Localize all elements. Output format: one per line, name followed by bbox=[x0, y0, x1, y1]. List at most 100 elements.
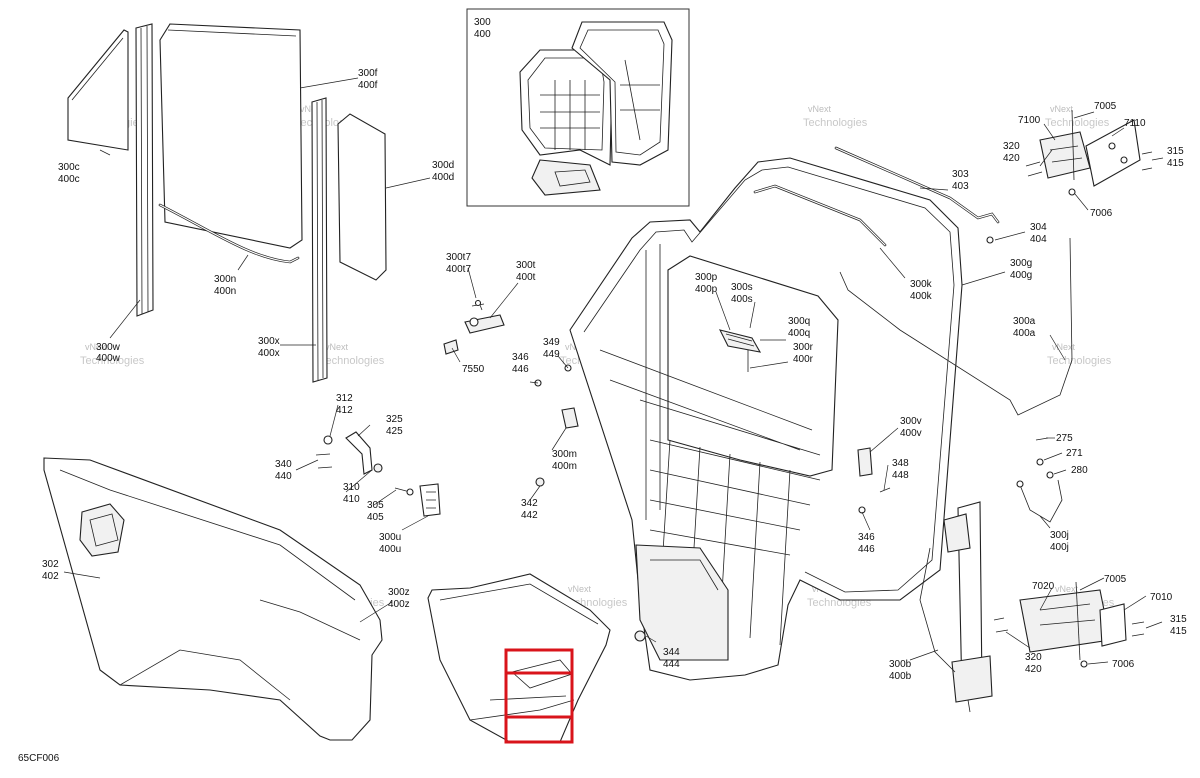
svg-text:349: 349 bbox=[543, 337, 560, 348]
main-door-frame[interactable] bbox=[569, 157, 963, 681]
svg-text:300a: 300a bbox=[1013, 316, 1036, 327]
svg-text:vNext: vNext bbox=[325, 342, 349, 352]
svg-text:446: 446 bbox=[858, 544, 875, 555]
part-7020-hinge[interactable] bbox=[1039, 603, 1096, 626]
svg-text:403: 403 bbox=[952, 181, 969, 192]
svg-text:325: 325 bbox=[386, 414, 403, 425]
part-300m-switch[interactable] bbox=[561, 407, 579, 429]
svg-text:303: 303 bbox=[952, 169, 969, 180]
part-7550-clip[interactable] bbox=[443, 339, 459, 355]
svg-text:280: 280 bbox=[1071, 465, 1088, 476]
part-7100-hinge-upper[interactable] bbox=[1039, 131, 1091, 179]
svg-text:425: 425 bbox=[386, 426, 403, 437]
part-300u-latch[interactable] bbox=[419, 483, 441, 517]
callout-7006a: 7006 bbox=[1090, 208, 1113, 219]
svg-text:305: 305 bbox=[367, 500, 384, 511]
part-300b-window-regulator[interactable] bbox=[919, 501, 993, 713]
svg-text:448: 448 bbox=[892, 470, 909, 481]
svg-text:400t: 400t bbox=[516, 272, 536, 283]
svg-text:400d: 400d bbox=[432, 172, 454, 183]
svg-text:vNext: vNext bbox=[85, 342, 109, 352]
part-303-upper-seal[interactable] bbox=[834, 146, 1000, 224]
highlight-boxes bbox=[504, 648, 574, 744]
part-300q-grille[interactable] bbox=[718, 329, 762, 353]
svg-text:346: 346 bbox=[858, 532, 875, 543]
svg-text:400t7: 400t7 bbox=[446, 264, 471, 275]
svg-text:300k: 300k bbox=[910, 279, 933, 290]
svg-text:300g: 300g bbox=[1010, 258, 1032, 269]
callout-7110: 7110 bbox=[1124, 118, 1146, 129]
part-346b-washer[interactable] bbox=[858, 506, 866, 514]
watermark: vNext Technologies bbox=[803, 104, 868, 129]
callout-7006b: 7006 bbox=[1112, 659, 1135, 670]
part-300v-pad[interactable] bbox=[857, 447, 873, 477]
part-342-nut[interactable] bbox=[535, 477, 545, 487]
part-300f-sliding-glass[interactable] bbox=[159, 23, 303, 249]
svg-text:404: 404 bbox=[1030, 234, 1047, 245]
inset-door-assembly[interactable]: 300 400 bbox=[466, 8, 690, 207]
svg-text:400r: 400r bbox=[793, 354, 814, 365]
svg-text:vNext: vNext bbox=[1050, 104, 1074, 114]
part-320a-bolt[interactable] bbox=[1025, 161, 1043, 177]
svg-text:400: 400 bbox=[474, 29, 491, 40]
part-302-door-panel[interactable] bbox=[43, 457, 383, 741]
svg-text:400m: 400m bbox=[552, 461, 577, 472]
part-7006a-screw[interactable] bbox=[1068, 188, 1076, 196]
part-7006b-screw[interactable] bbox=[1080, 660, 1088, 668]
part-300j-strap[interactable] bbox=[1016, 479, 1063, 523]
svg-text:300t7: 300t7 bbox=[446, 252, 471, 263]
part-7110-hinge-plate[interactable] bbox=[1085, 119, 1141, 187]
part-300k-seal[interactable] bbox=[753, 184, 887, 247]
part-315b-bolt[interactable] bbox=[1131, 621, 1145, 637]
part-304-clip[interactable] bbox=[986, 236, 994, 244]
part-344-nut[interactable] bbox=[634, 630, 646, 642]
svg-text:304: 304 bbox=[1030, 222, 1047, 233]
part-300c-fixed-glass[interactable] bbox=[67, 29, 129, 151]
part-300n-lower-seal[interactable] bbox=[158, 203, 300, 264]
part-7005a-pin[interactable] bbox=[1071, 109, 1075, 181]
part-315a-bolt[interactable] bbox=[1141, 151, 1153, 171]
part-280-nut[interactable] bbox=[1046, 471, 1054, 479]
svg-text:342: 342 bbox=[521, 498, 538, 509]
part-348-screw[interactable] bbox=[879, 487, 891, 493]
svg-text:442: 442 bbox=[521, 510, 538, 521]
svg-text:300b: 300b bbox=[889, 659, 912, 670]
part-300z-pocket-liner[interactable] bbox=[427, 573, 611, 743]
part-320b-bolt[interactable] bbox=[993, 617, 1009, 633]
svg-text:300v: 300v bbox=[900, 416, 922, 427]
svg-text:315: 315 bbox=[1167, 146, 1184, 157]
callout-7020: 7020 bbox=[1032, 581, 1055, 592]
part-271-washer[interactable] bbox=[1036, 458, 1044, 466]
part-300t-inner-handle[interactable] bbox=[464, 299, 505, 334]
part-305-pin[interactable] bbox=[394, 487, 414, 496]
part-7005b-pin[interactable] bbox=[1075, 581, 1081, 661]
part-300a-cable[interactable] bbox=[839, 237, 1073, 416]
part-312-bracket[interactable] bbox=[315, 431, 383, 475]
callout-7005b: 7005 bbox=[1104, 574, 1127, 585]
drawing-code: 65CF006 bbox=[18, 753, 60, 764]
part-300d-rear-glass[interactable] bbox=[337, 113, 387, 281]
svg-text:400w: 400w bbox=[96, 353, 121, 364]
svg-text:vNext: vNext bbox=[808, 104, 832, 114]
svg-text:405: 405 bbox=[367, 512, 384, 523]
svg-text:400k: 400k bbox=[910, 291, 933, 302]
part-300w-glass-channel[interactable] bbox=[135, 23, 154, 317]
part-300x-vertical-rail[interactable] bbox=[311, 97, 328, 383]
svg-text:415: 415 bbox=[1167, 158, 1184, 169]
svg-text:300r: 300r bbox=[793, 342, 814, 353]
